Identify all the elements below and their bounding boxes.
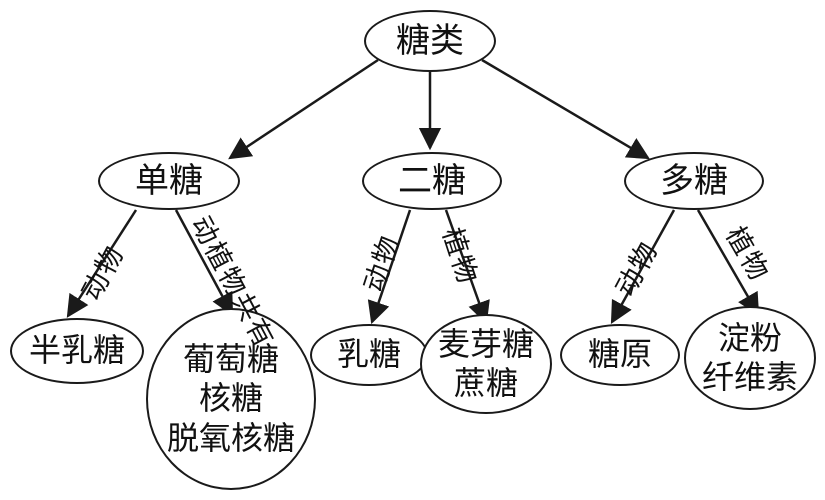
node-label-line: 淀粉 [717,318,782,357]
node-polysaccharide: 多糖 [624,152,764,210]
node-label-line: 葡萄糖 [182,340,279,379]
arrow-mono-to-common [174,209,234,316]
node-label: 半乳糖 [28,331,125,370]
node-label-line: 蔗糖 [453,364,518,402]
node-sugars-root: 糖类 [364,10,496,72]
node-label-line: 脱氧核糖 [166,418,295,457]
node-galactose: 半乳糖 [10,318,144,384]
arrow-root-to-mono [228,58,379,160]
node-label: 糖类 [396,20,464,61]
node-label: 糖原 [587,335,652,374]
node-disaccharide: 二糖 [362,152,502,210]
node-mono-common: 葡萄糖 核糖 脱氧核糖 [146,308,316,490]
node-label: 单糖 [135,160,203,201]
node-di-plant: 麦芽糖 蔗糖 [420,314,552,414]
node-poly-plant: 淀粉 纤维素 [684,306,816,410]
node-label: 二糖 [398,160,466,201]
node-label: 多糖 [660,160,728,201]
node-label-line: 麦芽糖 [437,324,534,363]
node-monosaccharide: 单糖 [98,152,240,210]
arrow-di-to-lactose [367,209,412,325]
arrow-poly-to-plant [696,209,760,316]
node-glycogen: 糖原 [560,324,680,386]
node-label: 乳糖 [336,335,401,374]
arrow-di-to-plant [444,209,490,325]
arrow-poly-to-glycogen [610,209,676,324]
node-label-line: 纤维素 [701,358,798,396]
arrow-mono-to-galactose [66,209,138,318]
node-label-line: 核糖 [198,379,263,418]
arrow-root-to-poly [481,58,650,160]
node-lactose: 乳糖 [310,324,428,386]
